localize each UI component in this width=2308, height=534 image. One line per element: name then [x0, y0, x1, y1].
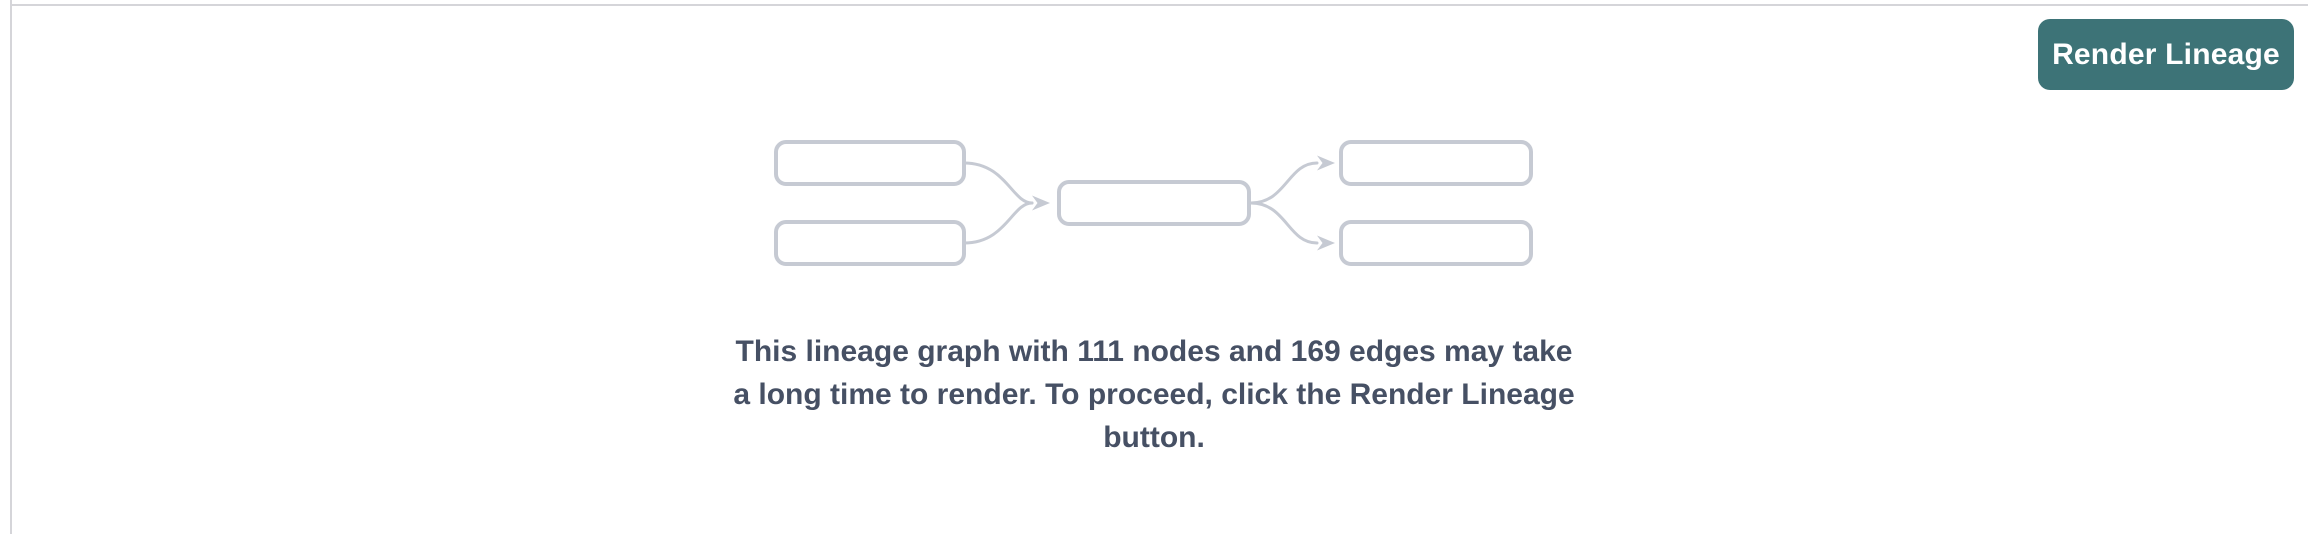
panel-top-border [10, 4, 2308, 6]
warning-line-1: This lineage graph with 111 nodes and 16… [735, 335, 1573, 368]
panel-left-border [10, 0, 12, 534]
arrowhead-icon [1032, 195, 1050, 211]
placeholder-edge-upstream-2 [962, 201, 1034, 245]
placeholder-node-center [1057, 180, 1251, 226]
placeholder-node-upstream-1 [774, 140, 966, 186]
placeholder-edge-upstream-1 [962, 161, 1034, 205]
warning-line-3: button. [1103, 421, 1205, 454]
lineage-placeholder-diagram [774, 140, 1533, 266]
lineage-empty-state: This lineage graph with 111 nodes and 16… [0, 140, 2308, 459]
render-lineage-button[interactable]: Render Lineage [2038, 19, 2294, 90]
arrowhead-icon [1317, 235, 1335, 251]
arrowhead-icon [1317, 155, 1335, 171]
placeholder-edge-downstream-2 [1249, 201, 1319, 245]
placeholder-node-downstream-2 [1339, 220, 1533, 266]
warning-line-2: a long time to render. To proceed, click… [733, 378, 1575, 411]
placeholder-node-upstream-2 [774, 220, 966, 266]
placeholder-node-downstream-1 [1339, 140, 1533, 186]
placeholder-edge-downstream-1 [1249, 161, 1319, 205]
render-warning-message: This lineage graph with 111 nodes and 16… [733, 330, 1574, 459]
